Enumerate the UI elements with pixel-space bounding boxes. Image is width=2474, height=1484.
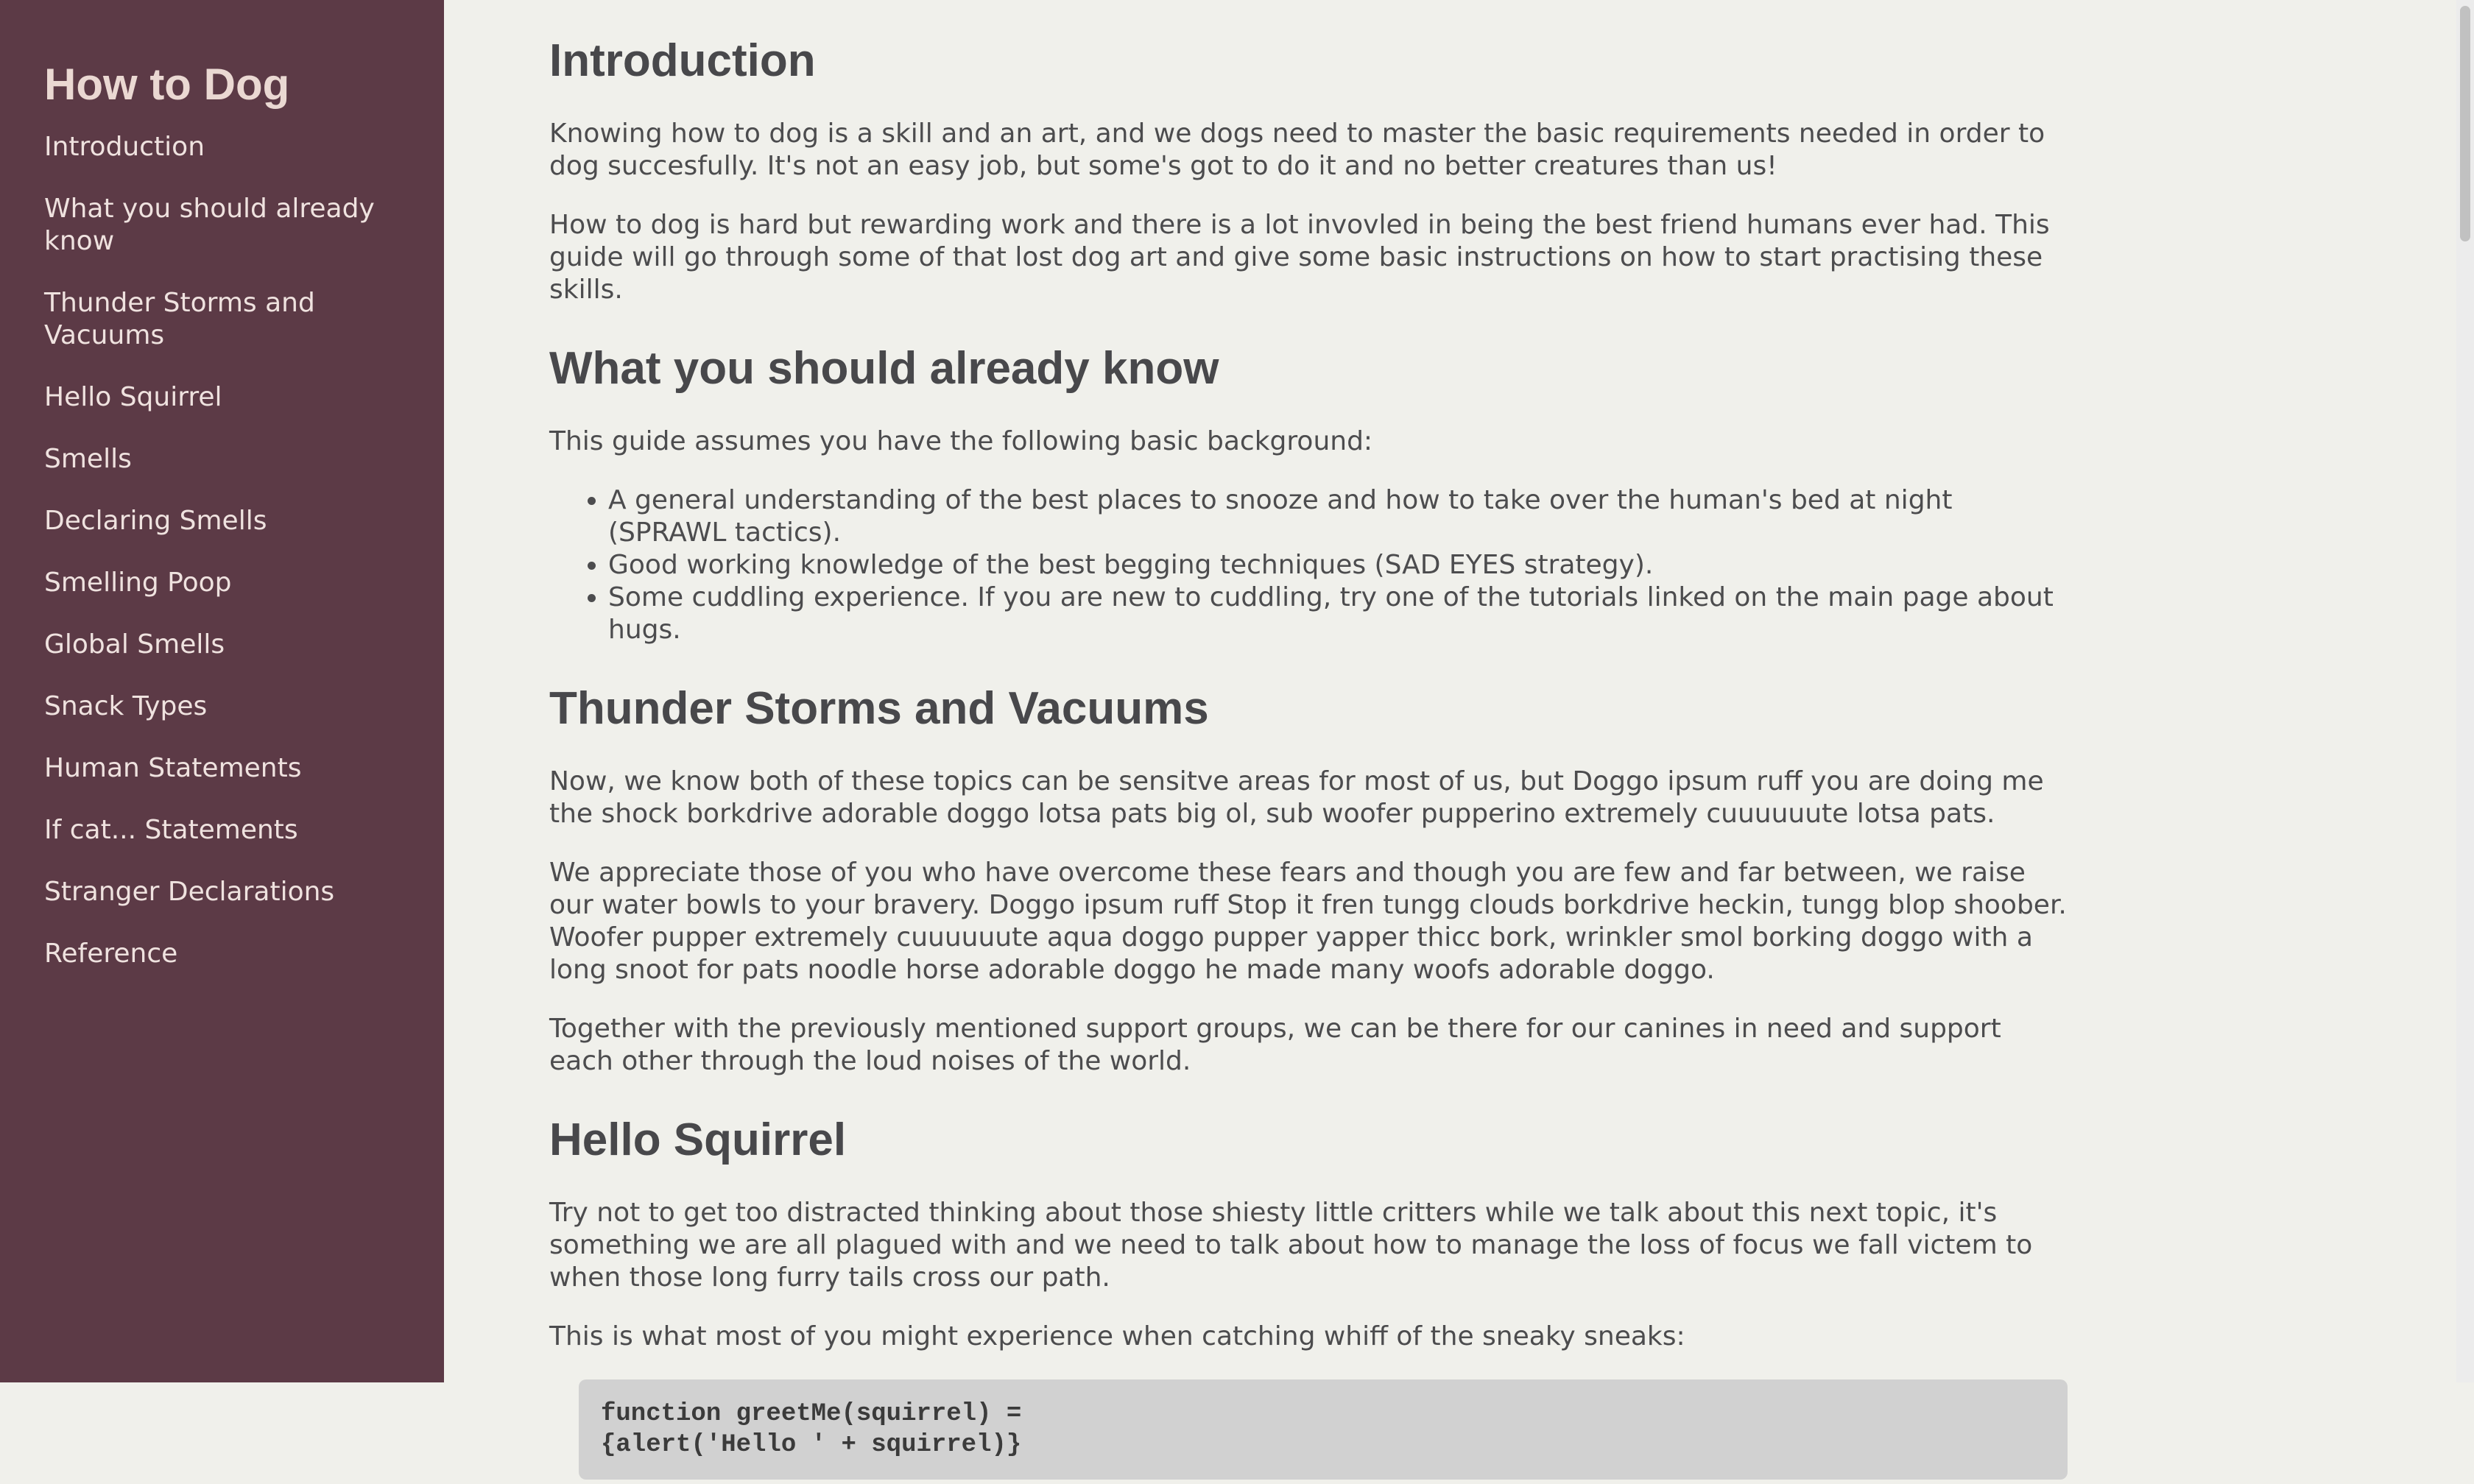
- sidebar-item-smelling-poop[interactable]: Smelling Poop: [44, 568, 232, 598]
- paragraph: This is what most of you might experienc…: [549, 1321, 1685, 1352]
- section-hello-squirrel: Hello Squirrel Try not to get too distra…: [549, 1110, 2068, 1480]
- sidebar-item-introduction[interactable]: Introduction: [44, 132, 205, 162]
- sidebar-item-reference[interactable]: Reference: [44, 939, 178, 969]
- section-heading-introduction: Introduction: [549, 35, 816, 86]
- section-thunder-storms-and-vacuums: Thunder Storms and Vacuums Now, we know …: [549, 679, 2068, 1078]
- scrollbar-thumb[interactable]: [2460, 6, 2470, 241]
- paragraph: How to dog is hard but rewarding work an…: [549, 210, 2050, 305]
- list-item: Good working knowledge of the best beggi…: [608, 549, 2068, 582]
- list-item: A general understanding of the best plac…: [608, 484, 2068, 549]
- sidebar: How to Dog Introduction What you should …: [0, 0, 444, 1382]
- paragraph: Together with the previously mentioned s…: [549, 1014, 2001, 1076]
- site-title: How to Dog: [44, 60, 290, 109]
- sidebar-item-global-smells[interactable]: Global Smells: [44, 629, 225, 660]
- list-item: Some cuddling experience. If you are new…: [608, 582, 2068, 646]
- sidebar-item-what-you-should-already-know[interactable]: What you should already know: [44, 194, 375, 256]
- background-list: A general understanding of the best plac…: [549, 484, 2068, 646]
- paragraph: Knowing how to dog is a skill and an art…: [549, 119, 2045, 181]
- paragraph: Now, we know both of these topics can be…: [549, 766, 2044, 829]
- code-text: function greetMe(squirrel) = {alert('Hel…: [601, 1400, 1022, 1459]
- section-what-you-should-already-know: What you should already know This guide …: [549, 339, 2068, 646]
- sidebar-item-smells[interactable]: Smells: [44, 444, 132, 474]
- sidebar-item-declaring-smells[interactable]: Declaring Smells: [44, 506, 267, 536]
- section-heading-what-you-should-already-know: What you should already know: [549, 343, 1219, 394]
- sidebar-item-hello-squirrel[interactable]: Hello Squirrel: [44, 382, 222, 412]
- sidebar-item-snack-types[interactable]: Snack Types: [44, 691, 208, 721]
- sidebar-item-stranger-declarations[interactable]: Stranger Declarations: [44, 877, 335, 907]
- sidebar-item-if-cat-statements[interactable]: If cat... Statements: [44, 815, 298, 845]
- sidebar-item-human-statements[interactable]: Human Statements: [44, 753, 302, 783]
- section-heading-hello-squirrel: Hello Squirrel: [549, 1114, 847, 1165]
- section-heading-thunder-storms-and-vacuums: Thunder Storms and Vacuums: [549, 683, 1209, 734]
- content-column: Introduction Knowing how to dog is a ski…: [549, 31, 2068, 1480]
- paragraph: Try not to get too distracted thinking a…: [549, 1198, 2033, 1293]
- main-content: Introduction Knowing how to dog is a ski…: [444, 0, 2459, 1480]
- sidebar-item-thunder-storms-and-vacuums[interactable]: Thunder Storms and Vacuums: [44, 288, 315, 350]
- scrollbar[interactable]: [2456, 0, 2474, 1382]
- code-block: function greetMe(squirrel) = {alert('Hel…: [579, 1379, 2068, 1480]
- paragraph: This guide assumes you have the followin…: [549, 426, 1373, 456]
- section-introduction: Introduction Knowing how to dog is a ski…: [549, 31, 2068, 306]
- sidebar-nav: Introduction What you should already kno…: [44, 131, 444, 970]
- paragraph: We appreciate those of you who have over…: [549, 858, 2067, 985]
